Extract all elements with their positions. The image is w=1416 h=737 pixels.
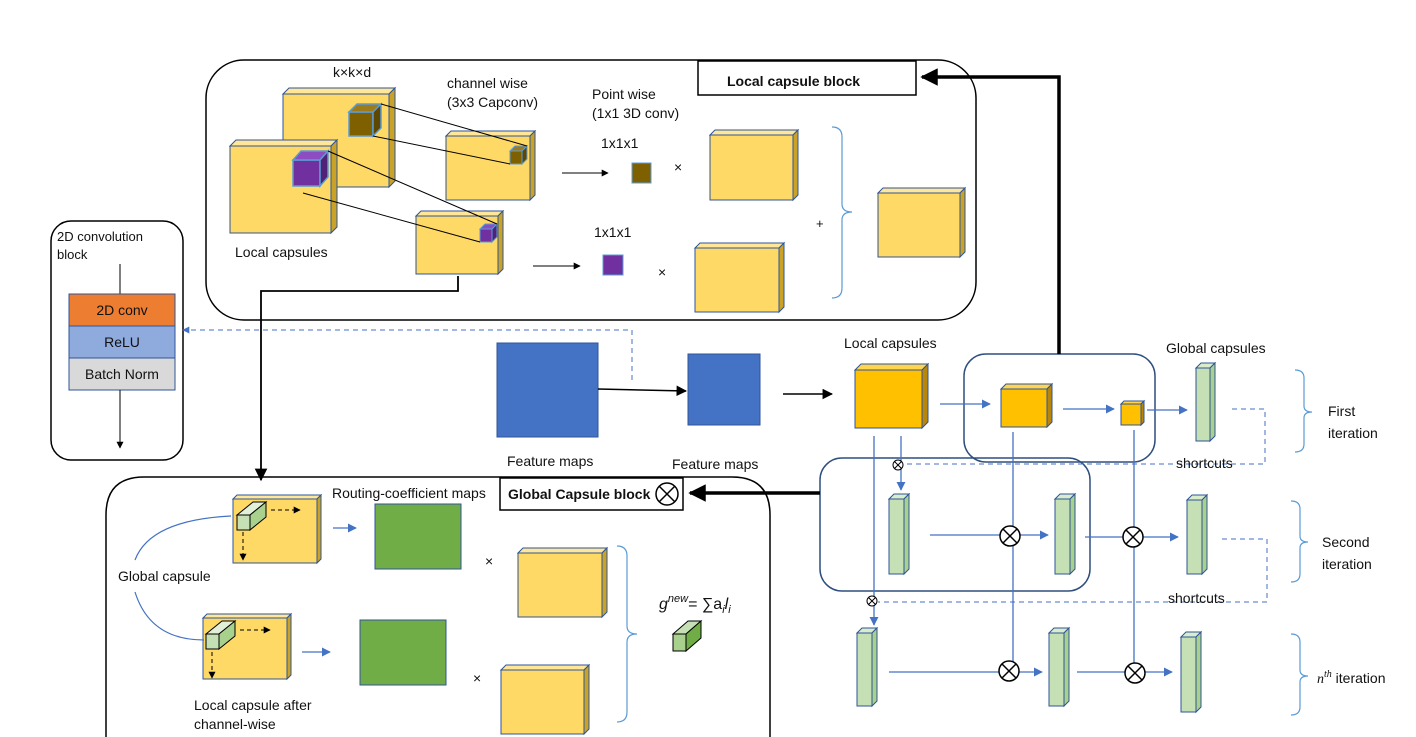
routing-map-2 <box>359 619 447 686</box>
channel-wise-cube-top <box>444 129 537 202</box>
layer-batch-norm <box>68 357 176 391</box>
global-capsule-stick-1 <box>235 500 268 532</box>
routing-coefficient-label: Routing-coefficient maps <box>332 485 486 501</box>
otimes-2a <box>999 525 1021 547</box>
local-capsule-block-output <box>876 186 967 259</box>
feature-map-small <box>687 353 761 426</box>
reduced-capsule-cube-1 <box>999 382 1054 429</box>
channel-wise-label: channel wise <box>447 75 528 91</box>
pointwise-output-bottom <box>693 241 786 314</box>
shortcuts-label-1: shortcuts <box>1176 455 1233 471</box>
capsule-vector-2b <box>1053 492 1077 576</box>
capsule-vector-3a <box>855 626 879 708</box>
local-capsule-after-sublabel: channel-wise <box>194 716 276 732</box>
formula-g-new: gnew= ∑aili <box>659 593 731 616</box>
global-capsule-block-title-box <box>499 477 684 511</box>
weighted-output-1 <box>516 546 609 619</box>
nth-iteration-label: nth iteration <box>1317 669 1385 687</box>
conv-block-dashed-link <box>182 326 633 380</box>
times-sign-3: × <box>485 553 493 569</box>
conv-block-frame <box>50 220 184 461</box>
to-local-capsule-block-arrow <box>920 68 1061 354</box>
purple-kernel-cube <box>291 149 330 188</box>
pointwise-output-top <box>708 128 800 202</box>
plus-sign: + <box>816 216 824 231</box>
pointwise-size-bottom: 1x1x1 <box>594 224 632 240</box>
otimes-small-1 <box>892 459 904 471</box>
times-sign-2: × <box>658 264 666 280</box>
first-iteration-sublabel: iteration <box>1328 425 1378 441</box>
pointwise-size-top: 1x1x1 <box>601 135 639 151</box>
point-wise-sublabel: (1x1 3D conv) <box>592 105 679 121</box>
local-capsule-cube-orange <box>853 362 930 430</box>
capsule-vector-3c <box>1179 630 1203 714</box>
times-sign-1: × <box>674 159 682 175</box>
channel-wise-sublabel: (3x3 Capconv) <box>447 94 538 110</box>
global-sum-bracket <box>616 545 638 723</box>
point-wise-label: Point wise <box>592 86 656 102</box>
shortcut-dashed-2 <box>878 538 1268 603</box>
layer-relu-label: ReLU <box>104 334 140 350</box>
otimes-2b <box>1122 526 1144 548</box>
second-iteration-sublabel: iteration <box>1322 556 1372 572</box>
pointwise-kernel-purple <box>602 254 624 276</box>
global-capsule-label: Global capsule <box>118 568 211 584</box>
local-capsules-label-mid: Local capsules <box>844 335 937 351</box>
channel-wise-cube-bottom <box>414 209 505 276</box>
local-capsule-after-label: Local capsule after <box>194 697 312 713</box>
otimes-3a <box>998 660 1020 682</box>
new-global-capsule-stick <box>671 619 703 653</box>
small-brown-cube <box>508 144 529 166</box>
global-capsule-vector-1 <box>1194 361 1217 443</box>
brown-kernel-cube <box>347 102 383 138</box>
second-iteration-frame <box>819 457 1091 592</box>
nth-iteration-bracket <box>1290 633 1309 716</box>
first-iteration-bracket <box>1294 369 1313 453</box>
global-capsule-curve-bottom <box>134 591 205 641</box>
feature-maps-label-2: Feature maps <box>672 456 758 472</box>
layer-relu <box>68 325 176 359</box>
local-to-global-connector <box>254 276 459 482</box>
local-capsule-block-frame <box>205 59 977 321</box>
global-capsule-block-title: Global Capsule block <box>508 486 651 502</box>
capsule-vector-2a <box>887 492 911 576</box>
local-capsule-block-title-box <box>697 60 917 96</box>
pointwise-kernel-brown <box>631 162 652 184</box>
conv-block-title: 2D convolution <box>57 229 143 244</box>
capsule-vector-3b <box>1047 626 1071 708</box>
global-capsule-curve-top <box>134 515 232 561</box>
global-capsule-stick-2 <box>204 619 237 651</box>
global-capsule-block-frame <box>105 476 771 737</box>
otimes-3b <box>1124 662 1146 684</box>
routing-map-1 <box>374 503 462 570</box>
feature-map-large <box>496 342 599 438</box>
sum-bracket <box>831 126 853 299</box>
small-purple-cube <box>478 222 499 244</box>
layer-2d-conv <box>68 293 176 327</box>
kxkxd-label: k×k×d <box>333 64 371 80</box>
global-capsules-label: Global capsules <box>1166 340 1266 356</box>
reduced-capsule-cube-2 <box>1119 399 1146 427</box>
second-iteration-bracket <box>1290 500 1309 583</box>
otimes-small-2 <box>866 595 878 607</box>
feature-maps-label-1: Feature maps <box>507 453 593 469</box>
conv-block-subtitle: block <box>57 247 88 262</box>
capsule-vector-2c <box>1185 493 1209 576</box>
layer-batch-norm-label: Batch Norm <box>85 366 159 382</box>
local-capsule-block-title: Local capsule block <box>727 73 860 89</box>
times-sign-4: × <box>473 670 481 686</box>
first-iteration-label: First <box>1328 403 1355 419</box>
global-capsule-block-otimes <box>655 482 679 506</box>
second-iteration-label: Second <box>1322 534 1369 550</box>
shortcuts-label-2: shortcuts <box>1168 590 1225 606</box>
layer-2d-conv-label: 2D conv <box>96 302 147 318</box>
weighted-output-2 <box>499 663 591 736</box>
local-capsules-label-top: Local capsules <box>235 244 328 260</box>
